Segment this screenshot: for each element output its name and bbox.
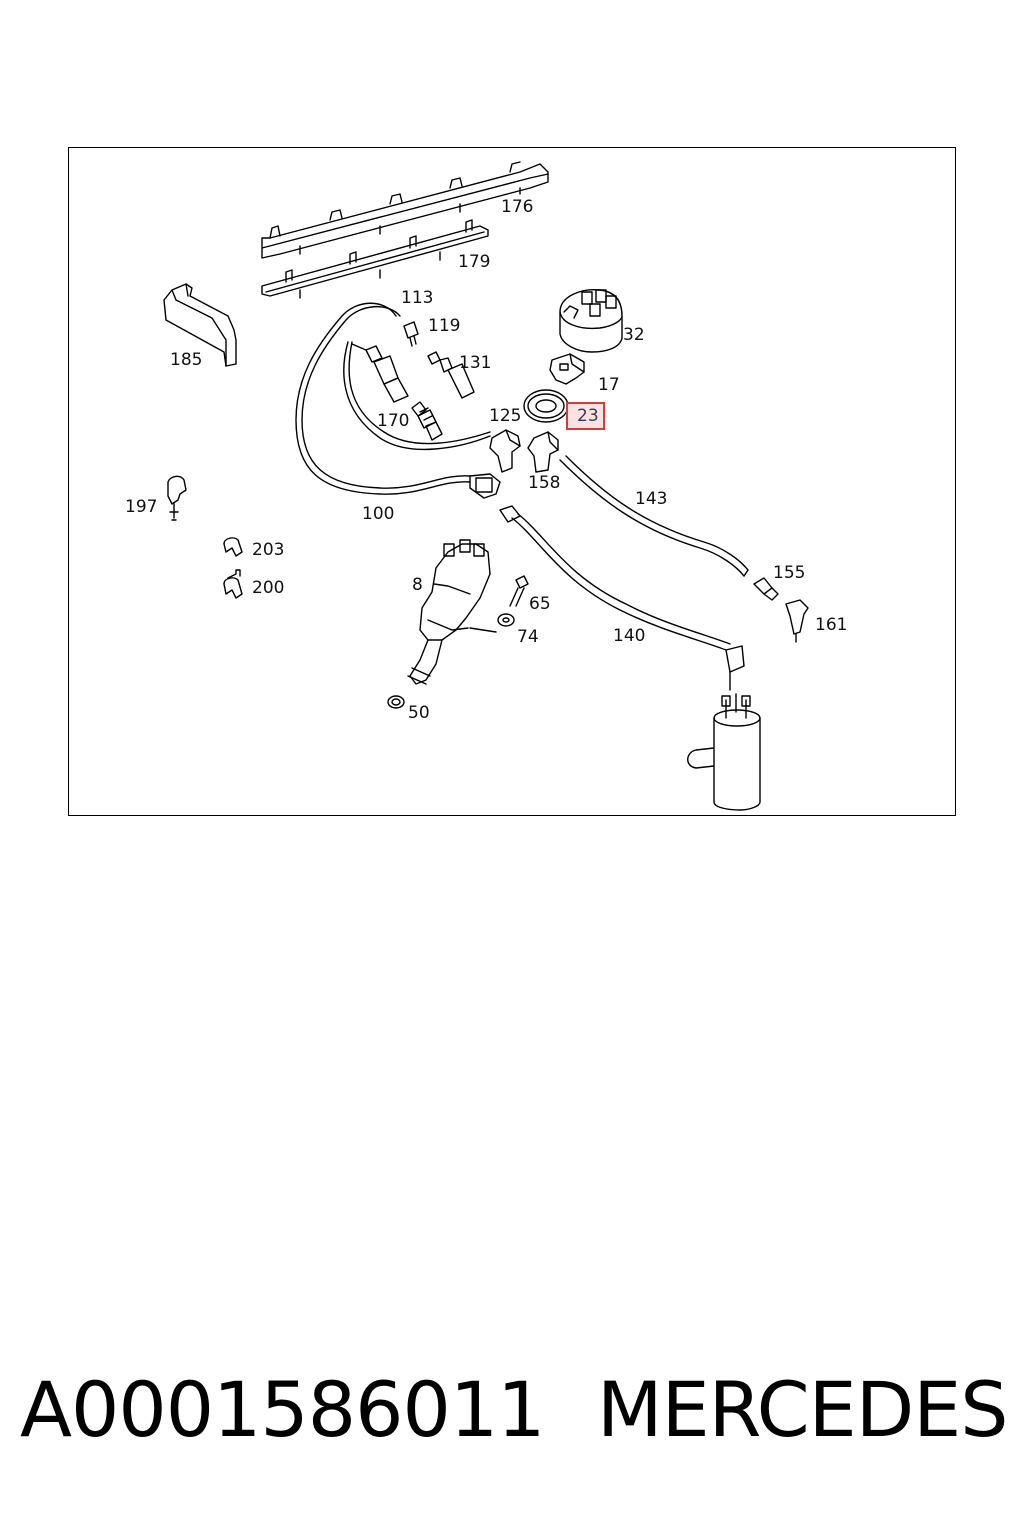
callout-170[interactable]: 170	[377, 411, 410, 431]
callout-143[interactable]: 143	[635, 489, 668, 509]
callout-155[interactable]: 155	[773, 563, 806, 583]
callout-176[interactable]: 176	[501, 197, 534, 217]
part-32-distributor-cap	[559, 289, 623, 353]
callout-125[interactable]: 125	[489, 406, 522, 426]
callout-113[interactable]: 113	[401, 288, 434, 308]
part-158-plug-boot	[527, 431, 559, 473]
callout-203[interactable]: 203	[252, 540, 285, 560]
callout-23-highlighted[interactable]: 23	[566, 402, 605, 430]
part-200-clip	[223, 569, 243, 599]
part-176-cable-cover-rail	[261, 161, 549, 259]
callout-158[interactable]: 158	[528, 473, 561, 493]
part-155-suppressor	[753, 577, 779, 601]
callout-8[interactable]: 8	[412, 575, 423, 595]
part-plug-boot	[351, 343, 409, 403]
callout-179[interactable]: 179	[458, 252, 491, 272]
callout-100[interactable]: 100	[362, 504, 395, 524]
callout-32[interactable]: 32	[623, 325, 645, 345]
ignition-coil	[687, 693, 761, 811]
callout-131[interactable]: 131	[459, 353, 492, 373]
part-185-cover-shield	[163, 283, 237, 367]
part-125-plug-boot	[489, 429, 521, 473]
brand-name: MERCEDES	[597, 1365, 1008, 1454]
callout-140[interactable]: 140	[613, 626, 646, 646]
callout-74[interactable]: 74	[517, 627, 539, 647]
footer-caption: A0001586011 MERCEDES	[20, 1372, 1010, 1472]
callout-161[interactable]: 161	[815, 615, 848, 635]
part-17-distributor-rotor	[549, 353, 585, 385]
part-119-connector	[403, 321, 419, 347]
part-8-distributor	[407, 539, 491, 685]
part-50-seal-ring	[387, 695, 405, 709]
part-number: A0001586011	[20, 1365, 546, 1454]
part-197-clip	[167, 475, 187, 521]
diagram-frame	[68, 147, 956, 816]
callout-185[interactable]: 185	[170, 350, 203, 370]
callout-119[interactable]: 119	[428, 316, 461, 336]
part-65-bolt	[509, 575, 529, 607]
callout-197[interactable]: 197	[125, 497, 158, 517]
callout-200[interactable]: 200	[252, 578, 285, 598]
part-170-spark-plug	[411, 401, 443, 441]
part-161-connector	[785, 599, 809, 643]
part-140-ignition-lead	[499, 505, 745, 691]
callout-65[interactable]: 65	[529, 594, 551, 614]
part-131-plug-connector	[427, 351, 475, 399]
part-100-ignition-lead	[295, 302, 501, 499]
part-74-washer	[469, 613, 515, 633]
part-143-ignition-lead	[559, 455, 749, 577]
callout-50[interactable]: 50	[408, 703, 430, 723]
part-lead-inner	[343, 341, 491, 451]
callout-17[interactable]: 17	[598, 375, 620, 395]
part-179-cable-holder-rail	[261, 219, 489, 299]
part-203-clip	[223, 537, 243, 557]
